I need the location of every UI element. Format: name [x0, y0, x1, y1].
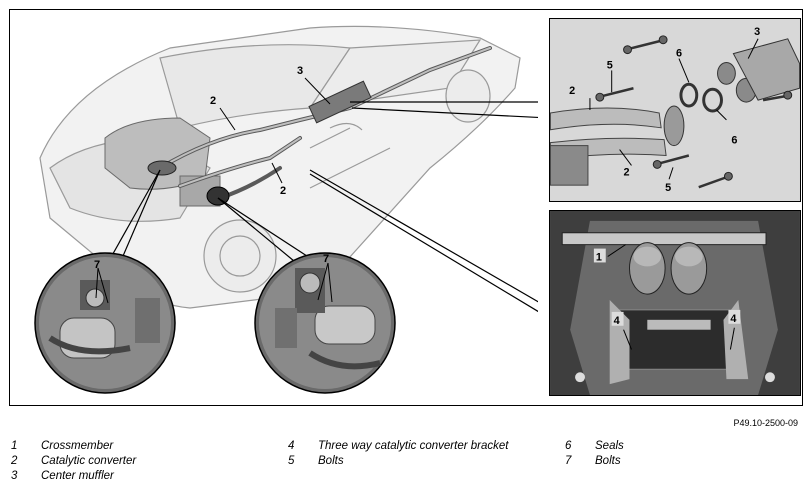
legend-label: Bolts — [595, 455, 621, 467]
inset-callout-6-right: 6 — [731, 135, 737, 147]
legend-num: 6 — [565, 440, 572, 452]
joint-detail-inset: 3 5 6 2 6 2 5 — [549, 18, 801, 202]
callout-2-upper: 2 — [210, 95, 216, 107]
legend-label: Seals — [595, 440, 624, 452]
inset-callout-4-left: 4 — [614, 315, 620, 327]
underbody-photo-inset: 1 4 4 — [549, 210, 801, 396]
legend-num: 4 — [288, 440, 295, 452]
legend-label: Bolts — [318, 455, 344, 467]
inset-callout-6-top: 6 — [676, 48, 682, 60]
legend-num: 2 — [11, 455, 18, 467]
car-exhaust-illustration: 2 3 2 7 7 — [10, 18, 550, 395]
callout-3: 3 — [297, 65, 303, 77]
inset-callout-1: 1 — [596, 251, 602, 263]
callout-2-lower: 2 — [280, 185, 286, 197]
figure-code: P49.10-2500-09 — [733, 418, 798, 428]
legend: 1 Crossmember 2 Catalytic converter 3 Ce… — [9, 440, 803, 488]
callout-7-right: 7 — [323, 253, 329, 265]
legend-label: Three way catalytic converter bracket — [318, 440, 509, 452]
legend-num: 5 — [288, 455, 295, 467]
inset-callout-3: 3 — [754, 26, 760, 38]
legend-label: Center muffler — [41, 470, 114, 482]
inset-callout-2-bottom: 2 — [624, 166, 630, 178]
inset-callout-5-bottom: 5 — [665, 182, 671, 194]
legend-num: 3 — [11, 470, 18, 482]
inset-callout-5-top: 5 — [607, 59, 613, 71]
legend-num: 1 — [11, 440, 18, 452]
legend-label: Catalytic converter — [41, 455, 137, 467]
legend-label: Crossmember — [41, 440, 114, 452]
legend-num: 7 — [565, 455, 572, 467]
inset-callout-4-right: 4 — [730, 313, 736, 325]
callout-7-left: 7 — [94, 259, 100, 271]
inset-callout-2-left: 2 — [569, 85, 575, 97]
